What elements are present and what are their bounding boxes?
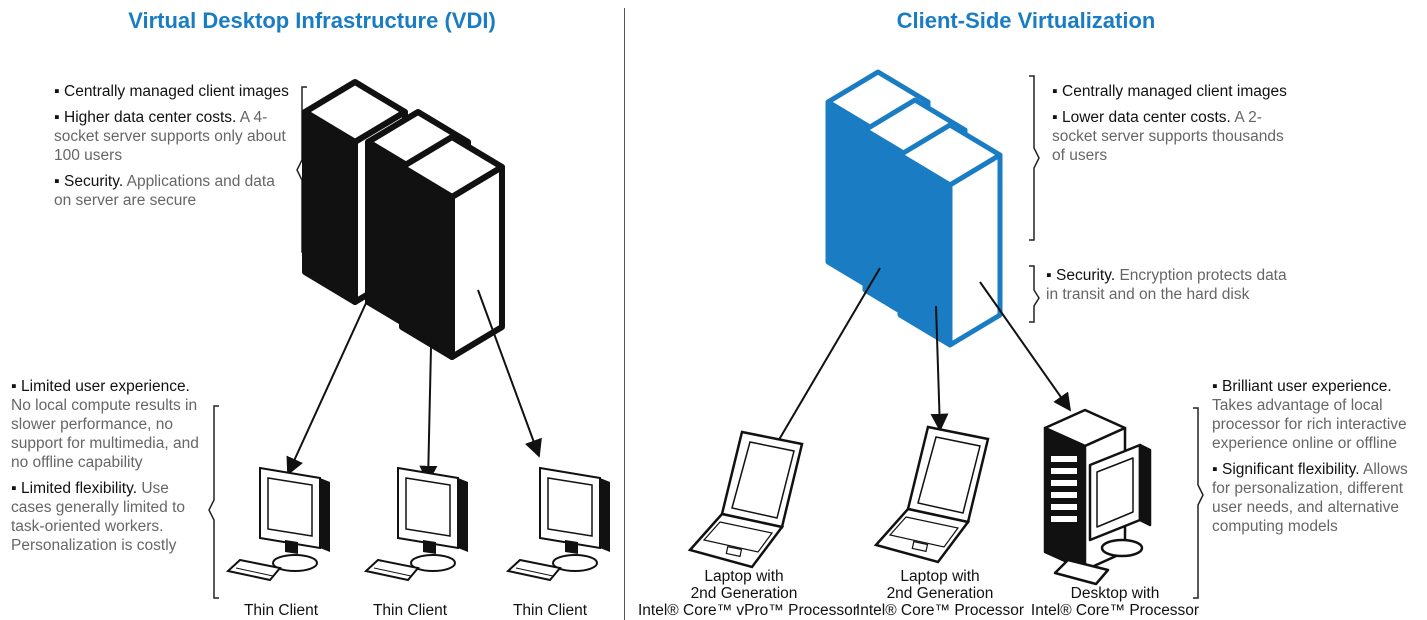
thin-client-icon-2 — [365, 467, 469, 581]
thin-client-icon-3 — [507, 467, 611, 581]
vdi-client-points: ▪Limited user experience. No local compu… — [11, 377, 206, 562]
csv-server-icon — [828, 72, 1000, 345]
thin-client-label-1: Thin Client — [243, 602, 319, 619]
csv-point-experience: ▪Brilliant user experience. Takes advant… — [1212, 378, 1407, 452]
bracket-lines — [208, 75, 1204, 599]
csv-point-managed-images: ▪Centrally managed client images — [1052, 83, 1287, 100]
vdi-point-security: ▪Security. Applications and data on serv… — [54, 173, 275, 209]
csv-security-point: ▪Security. Encryption protects data in t… — [1046, 266, 1296, 311]
thin-client-label-2: Thin Client — [372, 602, 448, 619]
core-laptop-icon — [874, 425, 990, 564]
vdi-server-points: ▪Centrally managed client images ▪Higher… — [54, 82, 294, 217]
vdi-point-experience: ▪Limited user experience. No local compu… — [11, 378, 199, 471]
vdi-point-costs: ▪Higher data center costs. A 4-socket se… — [54, 109, 286, 164]
vdi-point-flexibility: ▪Limited flexibility. Use cases generall… — [11, 480, 186, 554]
vdi-server-icon — [305, 82, 502, 357]
csv-title: Client-Side Virtualization — [896, 8, 1156, 33]
vpro-laptop-icon — [688, 430, 804, 569]
desktop-icon — [1043, 408, 1152, 586]
vdi-point-managed-images: ▪Centrally managed client images — [54, 83, 289, 100]
csv-point-security: ▪Security. Encryption protects data in t… — [1046, 267, 1287, 303]
connection-arrows — [286, 267, 1072, 484]
section-divider — [624, 8, 625, 620]
csv-server-points: ▪Centrally managed client images ▪Lower … — [1052, 82, 1292, 172]
thin-client-label-3: Thin Client — [512, 602, 588, 619]
csv-client-points: ▪Brilliant user experience. Takes advant… — [1212, 377, 1422, 543]
csv-point-flexibility: ▪Significant flexibility. Allows for per… — [1212, 461, 1408, 535]
vdi-title: Virtual Desktop Infrastructure (VDI) — [128, 8, 496, 33]
csv-point-costs: ▪Lower data center costs. A 2-socket ser… — [1052, 109, 1284, 164]
thin-client-icon-1 — [227, 467, 331, 581]
